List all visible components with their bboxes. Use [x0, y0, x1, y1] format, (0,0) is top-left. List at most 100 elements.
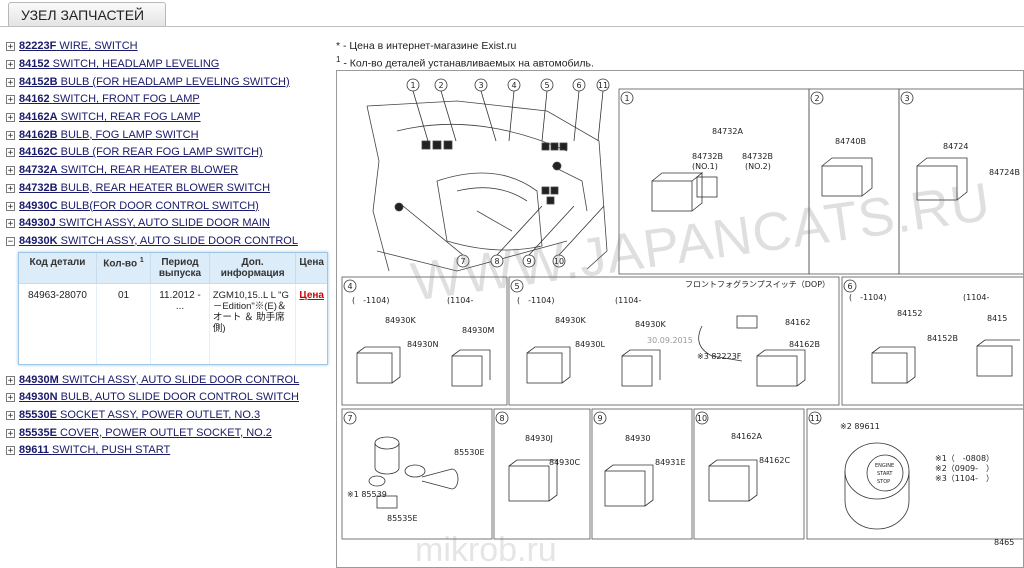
expand-toggle-icon[interactable]: +	[6, 446, 15, 457]
label-code[interactable]: 8465	[994, 538, 1014, 547]
label-b5d[interactable]: フロントフォグランプスイッチ（DOP）	[685, 279, 830, 289]
expand-toggle-icon[interactable]: +	[6, 130, 15, 141]
expand-toggle-icon[interactable]: −	[6, 236, 15, 247]
part-item-84162a[interactable]: +84162A SWITCH, REAR FOG LAMP	[6, 109, 326, 127]
part-item-82223f[interactable]: +82223F WIRE, SWITCH	[6, 38, 326, 56]
label-b11d[interactable]: STOP	[877, 479, 890, 485]
label-b4p[interactable]: ( -1104)	[352, 296, 390, 305]
part-item-84732a[interactable]: +84732A SWITCH, REAR HEATER BLOWER	[6, 162, 326, 180]
callout-9[interactable]: 9	[522, 254, 536, 268]
label-b5p[interactable]: ( -1104)	[517, 296, 555, 305]
part-link[interactable]: 84930K SWITCH ASSY, AUTO SLIDE DOOR CONT…	[19, 233, 298, 250]
label-b10b[interactable]: 84162C	[759, 456, 790, 465]
callout-4[interactable]: 4	[507, 78, 521, 92]
label-b4q[interactable]: (1104-	[447, 296, 473, 305]
callout-6[interactable]: 6	[572, 78, 586, 92]
label-b6q[interactable]: (1104-	[963, 293, 989, 302]
part-link[interactable]: 84732B BULB, REAR HEATER BLOWER SWITCH	[19, 180, 270, 197]
expand-toggle-icon[interactable]: +	[6, 166, 15, 177]
part-link[interactable]: 89611 SWITCH, PUSH START	[19, 442, 170, 459]
label-b11c[interactable]: START	[877, 471, 893, 477]
label-b11b[interactable]: ENGINE	[875, 463, 894, 469]
part-link[interactable]: 85535E COVER, POWER OUTLET SOCKET, NO.2	[19, 425, 272, 442]
label-b3b[interactable]: 84724B	[989, 168, 1020, 177]
expand-toggle-icon[interactable]: +	[6, 410, 15, 421]
part-link[interactable]: 84930N BULB, AUTO SLIDE DOOR CONTROL SWI…	[19, 389, 299, 406]
label-b11a[interactable]: ※2 89611	[840, 422, 880, 431]
part-link[interactable]: 84162C BULB (FOR REAR FOG LAMP SWITCH)	[19, 144, 263, 161]
label-b4c[interactable]: 84930N	[407, 340, 438, 349]
part-link[interactable]: 84152B BULB (FOR HEADLAMP LEVELING SWITC…	[19, 74, 290, 91]
label-n3[interactable]: ※3（1104- ）	[935, 474, 994, 483]
part-item-84732b[interactable]: +84732B BULB, REAR HEATER BLOWER SWITCH	[6, 180, 326, 198]
label-b2a[interactable]: 84740B	[835, 137, 866, 146]
price-link[interactable]: Цена	[299, 290, 324, 302]
callout-5[interactable]: 5	[540, 78, 554, 92]
label-b5q[interactable]: (1104-	[615, 296, 641, 305]
callout-1[interactable]: 1	[406, 78, 420, 92]
part-item-84162b[interactable]: +84162B BULB, FOG LAMP SWITCH	[6, 126, 326, 144]
label-b1d[interactable]: (NO.1)	[692, 162, 718, 171]
label-b7a[interactable]: 85530E	[454, 448, 485, 457]
part-item-84162[interactable]: +84162 SWITCH, FRONT FOG LAMP	[6, 91, 326, 109]
label-n2[interactable]: ※2（0909- ）	[935, 464, 994, 473]
label-b3a[interactable]: 84724	[943, 142, 968, 151]
label-b6b[interactable]: 84152B	[927, 334, 958, 343]
part-link[interactable]: 84152 SWITCH, HEADLAMP LEVELING	[19, 56, 219, 73]
label-b5b[interactable]: 84930L	[575, 340, 605, 349]
part-item-84930m[interactable]: +84930M SWITCH ASSY, AUTO SLIDE DOOR CON…	[6, 371, 326, 389]
label-b5f[interactable]: 84162B	[789, 340, 820, 349]
expand-toggle-icon[interactable]: +	[6, 77, 15, 88]
part-link[interactable]: 82223F WIRE, SWITCH	[19, 38, 138, 55]
label-b1e[interactable]: (NO.2)	[745, 162, 771, 171]
label-b1c[interactable]: 84732B	[742, 152, 773, 161]
expand-toggle-icon[interactable]: +	[6, 375, 15, 386]
expand-toggle-icon[interactable]: +	[6, 113, 15, 124]
label-b10a[interactable]: 84162A	[731, 432, 762, 441]
part-item-84930j[interactable]: +84930J SWITCH ASSY, AUTO SLIDE DOOR MAI…	[6, 215, 326, 233]
expand-toggle-icon[interactable]: +	[6, 95, 15, 106]
part-link[interactable]: 84162B BULB, FOG LAMP SWITCH	[19, 127, 199, 144]
label-b1b[interactable]: 84732B	[692, 152, 723, 161]
label-b9b[interactable]: 84931E	[655, 458, 686, 467]
label-b5a[interactable]: 84930K	[555, 316, 586, 325]
part-link[interactable]: 84162A SWITCH, REAR FOG LAMP	[19, 109, 201, 126]
label-b5c[interactable]: 84930K	[635, 320, 666, 329]
expand-toggle-icon[interactable]: +	[6, 42, 15, 53]
part-link[interactable]: 84930J SWITCH ASSY, AUTO SLIDE DOOR MAIN	[19, 215, 270, 232]
part-item-84162c[interactable]: +84162C BULB (FOR REAR FOG LAMP SWITCH)	[6, 144, 326, 162]
part-item-84930k[interactable]: −84930K SWITCH ASSY, AUTO SLIDE DOOR CON…	[6, 233, 326, 251]
part-item-89611[interactable]: +89611 SWITCH, PUSH START	[6, 442, 326, 460]
part-item-84152b[interactable]: +84152B BULB (FOR HEADLAMP LEVELING SWIT…	[6, 73, 326, 91]
part-item-84930n[interactable]: +84930N BULB, AUTO SLIDE DOOR CONTROL SW…	[6, 389, 326, 407]
label-b1a[interactable]: 84732A	[712, 127, 743, 136]
expand-toggle-icon[interactable]: +	[6, 60, 15, 71]
part-item-84930c[interactable]: +84930C BULB(FOR DOOR CONTROL SWITCH)	[6, 197, 326, 215]
expand-toggle-icon[interactable]: +	[6, 183, 15, 194]
callout-2[interactable]: 2	[434, 78, 448, 92]
part-item-84152[interactable]: +84152 SWITCH, HEADLAMP LEVELING	[6, 56, 326, 74]
label-b6a[interactable]: 84152	[897, 309, 922, 318]
callout-11[interactable]: 11	[596, 78, 610, 92]
part-item-85535e[interactable]: +85535E COVER, POWER OUTLET SOCKET, NO.2	[6, 424, 326, 442]
label-b4b[interactable]: 84930M	[462, 326, 494, 335]
label-b8b[interactable]: 84930C	[549, 458, 580, 467]
label-b9a[interactable]: 84930	[625, 434, 650, 443]
expand-toggle-icon[interactable]: +	[6, 201, 15, 212]
part-link[interactable]: 85530E SOCKET ASSY, POWER OUTLET, NO.3	[19, 407, 260, 424]
label-b6p[interactable]: ( -1104)	[849, 293, 887, 302]
part-link[interactable]: 84162 SWITCH, FRONT FOG LAMP	[19, 91, 200, 108]
label-b7b[interactable]: ※1 85539	[347, 490, 387, 499]
part-link[interactable]: 84732A SWITCH, REAR HEATER BLOWER	[19, 162, 238, 179]
expand-toggle-icon[interactable]: +	[6, 428, 15, 439]
expand-toggle-icon[interactable]: +	[6, 219, 15, 230]
label-b4a[interactable]: 84930K	[385, 316, 416, 325]
label-b7c[interactable]: 85535E	[387, 514, 418, 523]
part-item-85530e[interactable]: +85530E SOCKET ASSY, POWER OUTLET, NO.3	[6, 407, 326, 425]
callout-3[interactable]: 3	[474, 78, 488, 92]
expand-toggle-icon[interactable]: +	[6, 148, 15, 159]
expand-toggle-icon[interactable]: +	[6, 393, 15, 404]
label-b8a[interactable]: 84930J	[525, 434, 553, 443]
label-b5g[interactable]: ※3 82223F	[697, 352, 742, 361]
